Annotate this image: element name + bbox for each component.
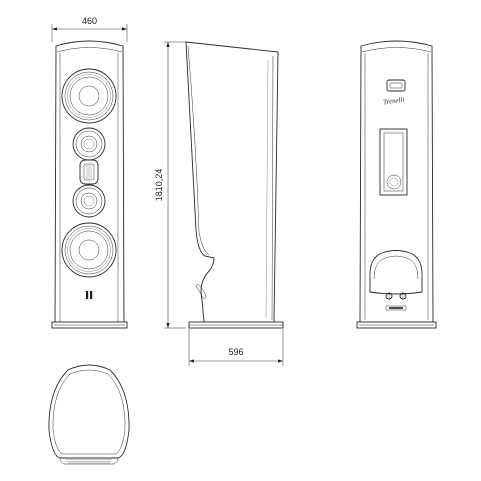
height-label: 1810,24 — [154, 169, 164, 202]
side-view: 1810,24 596 — [154, 41, 284, 366]
height-dimension: 1810,24 — [154, 41, 186, 329]
lower-woofer — [61, 222, 117, 278]
rear-view: Trenelli — [356, 40, 437, 329]
front-width-dimension: 460 — [51, 16, 128, 42]
front-view: 460 — [51, 16, 128, 329]
rear-plate — [379, 128, 408, 196]
rear-port — [369, 250, 423, 311]
depth-label: 596 — [228, 347, 243, 357]
front-width-label: 460 — [82, 16, 97, 26]
rear-badge-icon — [386, 79, 406, 92]
ribbon-tweeter — [79, 159, 99, 185]
top-vent — [66, 457, 112, 464]
top-view — [48, 364, 130, 465]
brand-badge-icon — [86, 291, 93, 299]
rear-signature: Trenelli — [383, 96, 405, 107]
lower-midrange — [72, 184, 106, 218]
upper-midrange — [72, 127, 106, 161]
upper-woofer — [61, 68, 117, 124]
depth-dimension: 596 — [188, 329, 284, 366]
